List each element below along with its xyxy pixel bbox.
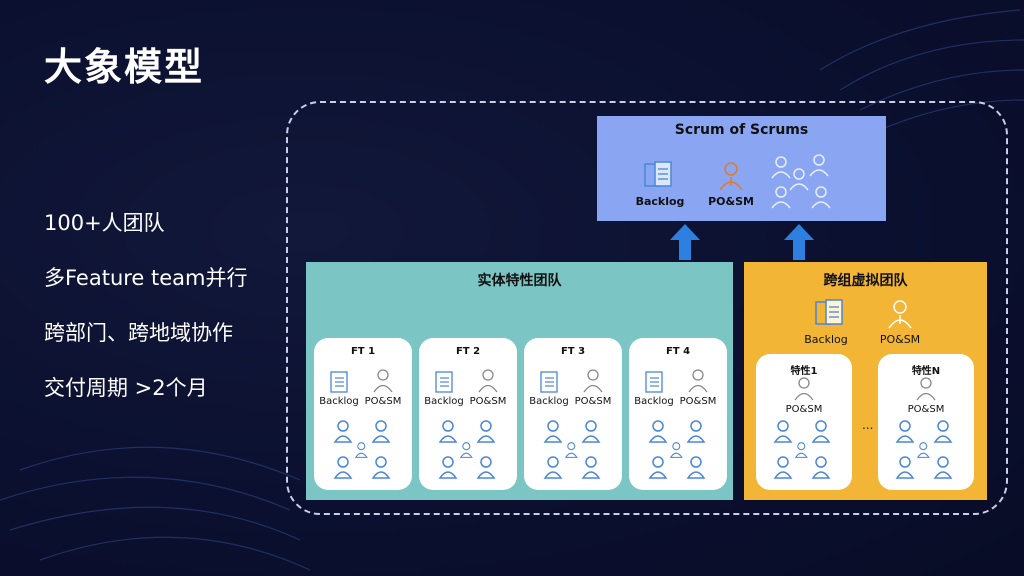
model-boundary <box>286 101 1008 515</box>
backlog-label: Backlog <box>529 396 569 407</box>
po-sm-icon <box>719 162 743 191</box>
feature-card: 特性N PO&SM <box>878 354 974 490</box>
scrum-of-scrums-panel: Scrum of Scrums Backlog PO&SM <box>597 116 886 221</box>
po-sm-label: PO&SM <box>469 396 507 407</box>
po-sm-label: PO&SM <box>785 404 823 415</box>
team-members-icon <box>333 420 391 479</box>
po-sm-icon <box>794 377 814 401</box>
feature-team-name: FT 2 <box>455 346 481 357</box>
entity-team-panel: 实体特性团队 FT 1 Backlog PO&SM FT 2 <box>306 262 733 500</box>
bullet-item: 跨部门、跨地域协作 <box>44 321 233 345</box>
bullet-list: 100+人团队 多Feature team并行 跨部门、跨地域协作 交付周期 >… <box>44 208 248 428</box>
po-sm-icon <box>583 369 603 393</box>
po-sm-icon <box>478 369 498 393</box>
backlog-label: Backlog <box>635 195 685 208</box>
backlog-icon <box>435 371 453 393</box>
backlog-icon <box>540 371 558 393</box>
po-sm-icon <box>916 377 936 401</box>
feature-team-name: FT 3 <box>560 346 586 357</box>
scrum-of-scrums-title: Scrum of Scrums <box>674 122 809 138</box>
po-sm-label: PO&SM <box>708 195 754 208</box>
feature-team-card: FT 3 Backlog PO&SM <box>524 338 622 490</box>
feature-card: 特性1 PO&SM <box>756 354 852 490</box>
bullet-item: 多Feature team并行 <box>44 266 248 290</box>
team-members-icon <box>543 420 601 479</box>
team-members-icon <box>895 420 953 479</box>
feature-team-name: FT 1 <box>350 346 376 357</box>
feature-team-card: FT 4 Backlog PO&SM <box>629 338 727 490</box>
feature-team-card: FT 1 Backlog PO&SM <box>314 338 412 490</box>
arrow-up-icon <box>670 224 700 260</box>
team-members-icon <box>773 420 831 479</box>
arrow-up-icon <box>784 224 814 260</box>
feature-name: 特性1 <box>790 366 818 377</box>
backlog-icon <box>644 161 672 187</box>
team-members-icon <box>438 420 496 479</box>
backlog-icon <box>815 299 843 325</box>
backlog-label: Backlog <box>319 396 359 407</box>
backlog-label: Backlog <box>804 333 848 346</box>
po-sm-label: PO&SM <box>907 404 945 415</box>
page-title: 大象模型 <box>44 45 205 89</box>
virtual-team-panel: 跨组虚拟团队 Backlog PO&SM 特性1 PO&SM 特性N <box>744 262 987 500</box>
po-sm-label: PO&SM <box>679 396 717 407</box>
feature-team-name: FT 4 <box>665 346 691 357</box>
po-sm-label: PO&SM <box>879 333 921 346</box>
team-group-icon <box>771 154 831 209</box>
bullet-item: 100+人团队 <box>44 211 165 235</box>
po-sm-label: PO&SM <box>364 396 402 407</box>
virtual-team-title: 跨组虚拟团队 <box>823 273 908 289</box>
po-sm-label: PO&SM <box>574 396 612 407</box>
team-members-icon <box>648 420 706 479</box>
backlog-icon <box>645 371 663 393</box>
po-sm-icon <box>888 300 912 329</box>
po-sm-icon <box>373 369 393 393</box>
feature-name: 特性N <box>911 366 941 377</box>
entity-team-title: 实体特性团队 <box>477 273 562 289</box>
backlog-label: Backlog <box>424 396 464 407</box>
bullet-item: 交付周期 >2个月 <box>44 376 208 400</box>
po-sm-icon <box>688 369 708 393</box>
backlog-label: Backlog <box>634 396 674 407</box>
ellipsis: ... <box>862 418 874 432</box>
feature-team-card: FT 2 Backlog PO&SM <box>419 338 517 490</box>
backlog-icon <box>330 371 348 393</box>
